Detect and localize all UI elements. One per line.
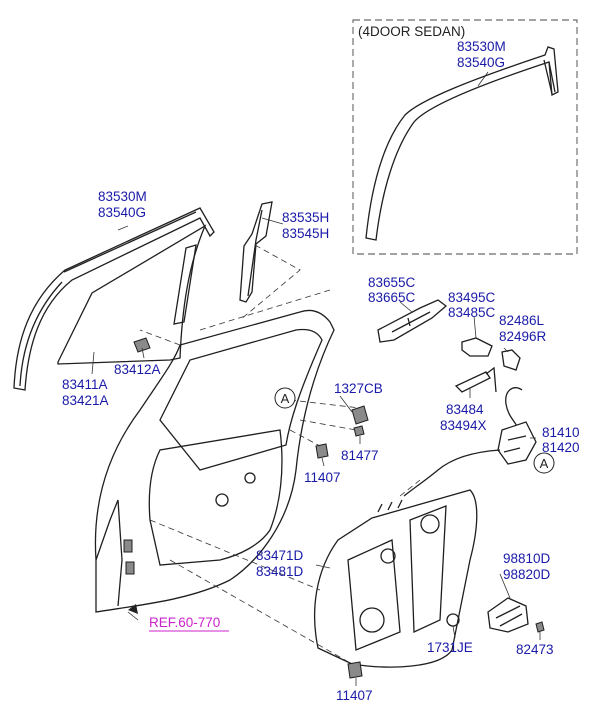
door-outer bbox=[94, 309, 335, 613]
dash-3 bbox=[139, 329, 181, 346]
label-83481D[interactable]: 83481D bbox=[256, 564, 304, 579]
door-hinge-edge bbox=[95, 499, 123, 607]
door-hinge-1 bbox=[123, 539, 133, 553]
rod-bracket-lever bbox=[485, 366, 497, 393]
handle-detail bbox=[391, 311, 431, 333]
glass-clip bbox=[133, 337, 151, 353]
regulator-rail-1 bbox=[347, 539, 401, 651]
dash-7 bbox=[149, 519, 321, 591]
regulator-pulley-2 bbox=[420, 514, 440, 534]
latch-rod bbox=[403, 449, 501, 497]
door-glass bbox=[57, 224, 207, 365]
label-83665C[interactable]: 83665C bbox=[368, 290, 416, 305]
label-83530M[interactable]: 83530M bbox=[98, 189, 147, 204]
ref-arrow bbox=[128, 604, 138, 614]
label-81477[interactable]: 81477 bbox=[341, 448, 379, 463]
connector-a-lower-label: A bbox=[540, 456, 549, 471]
reference-link[interactable]: REF.60-770 bbox=[128, 604, 229, 632]
part-labels: 83530M 83540G 83535H 83545H 83655C 83665… bbox=[62, 189, 580, 703]
ref-label[interactable]: REF.60-770 bbox=[149, 615, 220, 630]
inset-title: (4DOOR SEDAN) bbox=[358, 24, 465, 39]
latch-cable bbox=[505, 387, 523, 429]
handle-cover bbox=[461, 337, 493, 357]
label-98810D[interactable]: 98810D bbox=[503, 551, 551, 566]
screw-82473 bbox=[535, 621, 545, 633]
regulator-clips bbox=[377, 499, 403, 513]
dash-5 bbox=[299, 419, 357, 431]
label-83655C[interactable]: 83655C bbox=[368, 275, 416, 290]
label-81420[interactable]: 81420 bbox=[542, 440, 580, 455]
bolt-81477 bbox=[353, 425, 365, 437]
regulator-pulley-3 bbox=[380, 548, 396, 564]
door-glass-group bbox=[13, 207, 215, 391]
delta-moulding bbox=[239, 201, 273, 303]
label-11407-top[interactable]: 11407 bbox=[304, 470, 341, 485]
glass-division-bar bbox=[173, 244, 197, 325]
delta-moulding-body bbox=[239, 201, 273, 303]
door-window-frame bbox=[159, 328, 323, 471]
label-82496R[interactable]: 82496R bbox=[499, 329, 547, 344]
dash-2 bbox=[199, 289, 331, 331]
label-83471D[interactable]: 83471D bbox=[256, 548, 304, 563]
regulator-rail-2 bbox=[409, 505, 447, 633]
door-panel bbox=[94, 309, 335, 613]
bolts bbox=[315, 405, 369, 679]
inset-channel-end bbox=[543, 59, 556, 95]
dash-6 bbox=[289, 429, 321, 447]
label-83411A[interactable]: 83411A bbox=[62, 377, 108, 392]
bolt-1327CB bbox=[351, 405, 369, 425]
inset-leader bbox=[477, 71, 489, 87]
inset-part-83540G[interactable]: 83540G bbox=[457, 55, 505, 70]
label-83540G[interactable]: 83540G bbox=[98, 205, 146, 220]
inset-frame bbox=[352, 19, 578, 255]
handle-bracket bbox=[501, 349, 521, 371]
label-82473[interactable]: 82473 bbox=[516, 642, 554, 657]
door-hole-2 bbox=[244, 472, 256, 484]
label-83484[interactable]: 83484 bbox=[446, 402, 484, 417]
label-83421A[interactable]: 83421A bbox=[62, 393, 109, 408]
dash-1 bbox=[239, 244, 301, 321]
inset-window-channel bbox=[365, 46, 559, 241]
label-98820D[interactable]: 98820D bbox=[503, 567, 551, 582]
window-motor bbox=[487, 597, 529, 633]
label-83485C[interactable]: 83485C bbox=[448, 305, 496, 320]
bolt-11407-bottom bbox=[347, 661, 363, 679]
inset-part-83530M[interactable]: 83530M bbox=[457, 39, 506, 54]
connector-a-upper[interactable]: A bbox=[274, 387, 296, 409]
connector-a-upper-label: A bbox=[281, 391, 290, 406]
glass-run-channel bbox=[13, 207, 215, 391]
dash-9 bbox=[399, 479, 421, 497]
latch-group bbox=[403, 387, 537, 497]
sedan-inset: (4DOOR SEDAN) 83530M 83540G bbox=[352, 19, 578, 255]
label-81410[interactable]: 81410 bbox=[542, 425, 580, 440]
label-1731JE[interactable]: 1731JE bbox=[427, 640, 473, 655]
label-1327CB[interactable]: 1327CB bbox=[334, 381, 383, 396]
rod-bracket bbox=[454, 371, 491, 393]
door-inner-opening bbox=[148, 429, 283, 566]
assembly-lines bbox=[139, 244, 421, 665]
label-83495C[interactable]: 83495C bbox=[448, 290, 496, 305]
regulator-group bbox=[313, 489, 545, 668]
leader-lines bbox=[91, 217, 541, 686]
label-83545H[interactable]: 83545H bbox=[282, 226, 329, 241]
glass-run-inner bbox=[19, 211, 197, 387]
door-hole-1 bbox=[215, 493, 229, 507]
regulator-pulley-1 bbox=[359, 607, 385, 633]
dash-4 bbox=[289, 399, 361, 409]
label-82486L[interactable]: 82486L bbox=[499, 313, 545, 328]
door-hinge-2 bbox=[125, 561, 135, 575]
dash-8 bbox=[169, 559, 353, 665]
delta-moulding-edge bbox=[247, 209, 263, 297]
label-11407-bottom[interactable]: 11407 bbox=[336, 688, 373, 703]
connector-a-lower[interactable]: A bbox=[533, 452, 555, 474]
label-83535H[interactable]: 83535H bbox=[282, 210, 329, 225]
door-latch bbox=[497, 421, 537, 465]
bolt-11407-top bbox=[315, 443, 329, 459]
motor-detail bbox=[495, 605, 523, 627]
label-83494X[interactable]: 83494X bbox=[440, 418, 487, 433]
latch-detail bbox=[503, 435, 527, 453]
label-83412A[interactable]: 83412A bbox=[114, 362, 161, 377]
